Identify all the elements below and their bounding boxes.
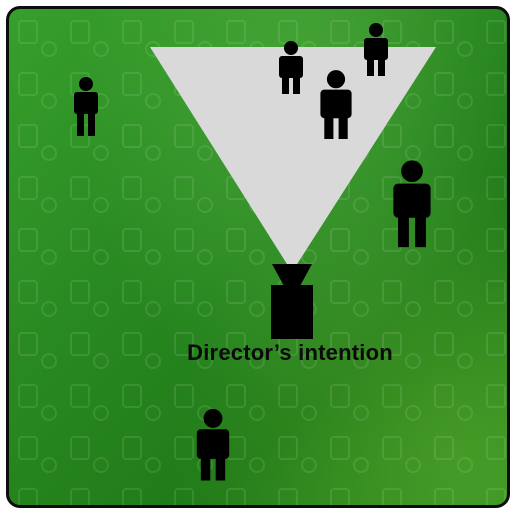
camera-view-beam	[150, 47, 436, 272]
person-icon	[74, 77, 98, 136]
person-icon	[279, 41, 303, 94]
person-icon	[364, 23, 388, 76]
camera-icon	[271, 264, 313, 339]
person-icon	[196, 408, 230, 481]
person-icon	[320, 70, 352, 139]
diagram-caption: Director’s intention	[187, 340, 393, 365]
person-icon	[393, 160, 431, 248]
